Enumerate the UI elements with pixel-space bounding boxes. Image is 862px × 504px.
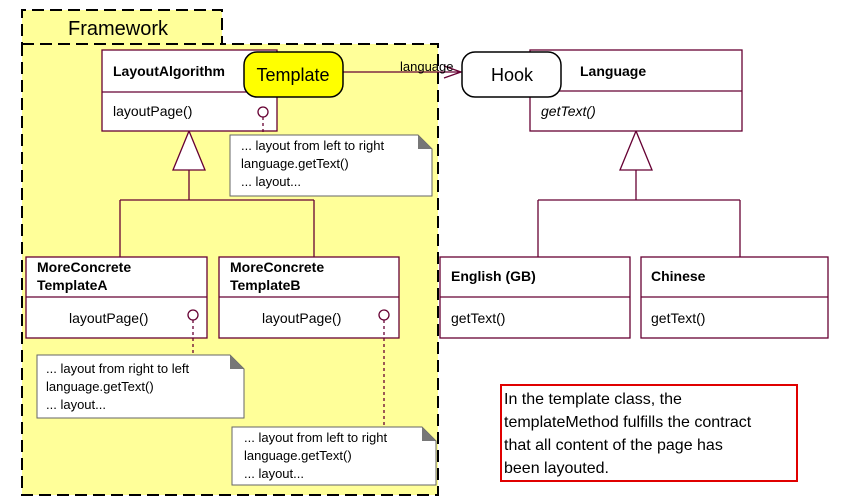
class-name: Chinese bbox=[651, 268, 706, 284]
class-name-line2: TemplateB bbox=[230, 277, 301, 293]
generalization-layout bbox=[119, 129, 315, 257]
class-chinese: Chinese getText() bbox=[640, 256, 829, 339]
note-line: language.getText() bbox=[46, 379, 154, 394]
framework-label: Framework bbox=[68, 18, 169, 40]
note-connectors bbox=[187, 106, 390, 427]
class-language: Language getText() bbox=[529, 49, 743, 132]
class-name: LayoutAlgorithm bbox=[113, 63, 225, 79]
callout-line: that all content of the page has bbox=[504, 437, 723, 454]
class-name-line1: MoreConcrete bbox=[37, 259, 131, 275]
callout-line: templateMethod fulfills the contract bbox=[504, 414, 752, 431]
class-english: English (GB) getText() bbox=[439, 256, 631, 339]
note-line: ... layout... bbox=[244, 466, 304, 481]
note-line: ... layout from left to right bbox=[241, 138, 384, 153]
class-name-line1: MoreConcrete bbox=[230, 259, 324, 275]
note-line: language.getText() bbox=[244, 448, 352, 463]
template-label: Template bbox=[256, 65, 329, 85]
note-line: ... layout... bbox=[46, 397, 106, 412]
method-label: getText() bbox=[541, 103, 596, 119]
class-concrete-a: MoreConcrete TemplateA layoutPage() bbox=[25, 256, 208, 339]
note-top: ... layout from left to right language.g… bbox=[229, 134, 433, 197]
template-badge: Template bbox=[243, 51, 344, 98]
method-label: layoutPage() bbox=[113, 103, 192, 119]
note-line: language.getText() bbox=[241, 156, 349, 171]
method-label: layoutPage() bbox=[262, 310, 341, 326]
note-line: ... layout from left to right bbox=[244, 430, 387, 445]
class-name: Language bbox=[580, 63, 646, 79]
note-b: ... layout from left to right language.g… bbox=[231, 426, 437, 486]
note-line: ... layout from right to left bbox=[46, 361, 189, 376]
method-label: getText() bbox=[651, 310, 705, 326]
hook-label: Hook bbox=[491, 65, 534, 85]
note-a: ... layout from right to left language.g… bbox=[36, 354, 245, 419]
class-concrete-b: MoreConcrete TemplateB layoutPage() bbox=[218, 256, 400, 339]
note-line: ... layout... bbox=[241, 174, 301, 189]
callout-line: been layouted. bbox=[504, 460, 609, 477]
hook-badge: Hook bbox=[461, 51, 562, 98]
method-label: getText() bbox=[451, 310, 505, 326]
callout-line: In the template class, the bbox=[504, 391, 682, 408]
method-label: layoutPage() bbox=[69, 310, 148, 326]
class-name-line2: TemplateA bbox=[37, 277, 108, 293]
callout-box: In the template class, the templateMetho… bbox=[500, 384, 798, 482]
association-label: language bbox=[400, 59, 454, 74]
class-name: English (GB) bbox=[451, 268, 536, 284]
generalization-language bbox=[537, 129, 741, 257]
